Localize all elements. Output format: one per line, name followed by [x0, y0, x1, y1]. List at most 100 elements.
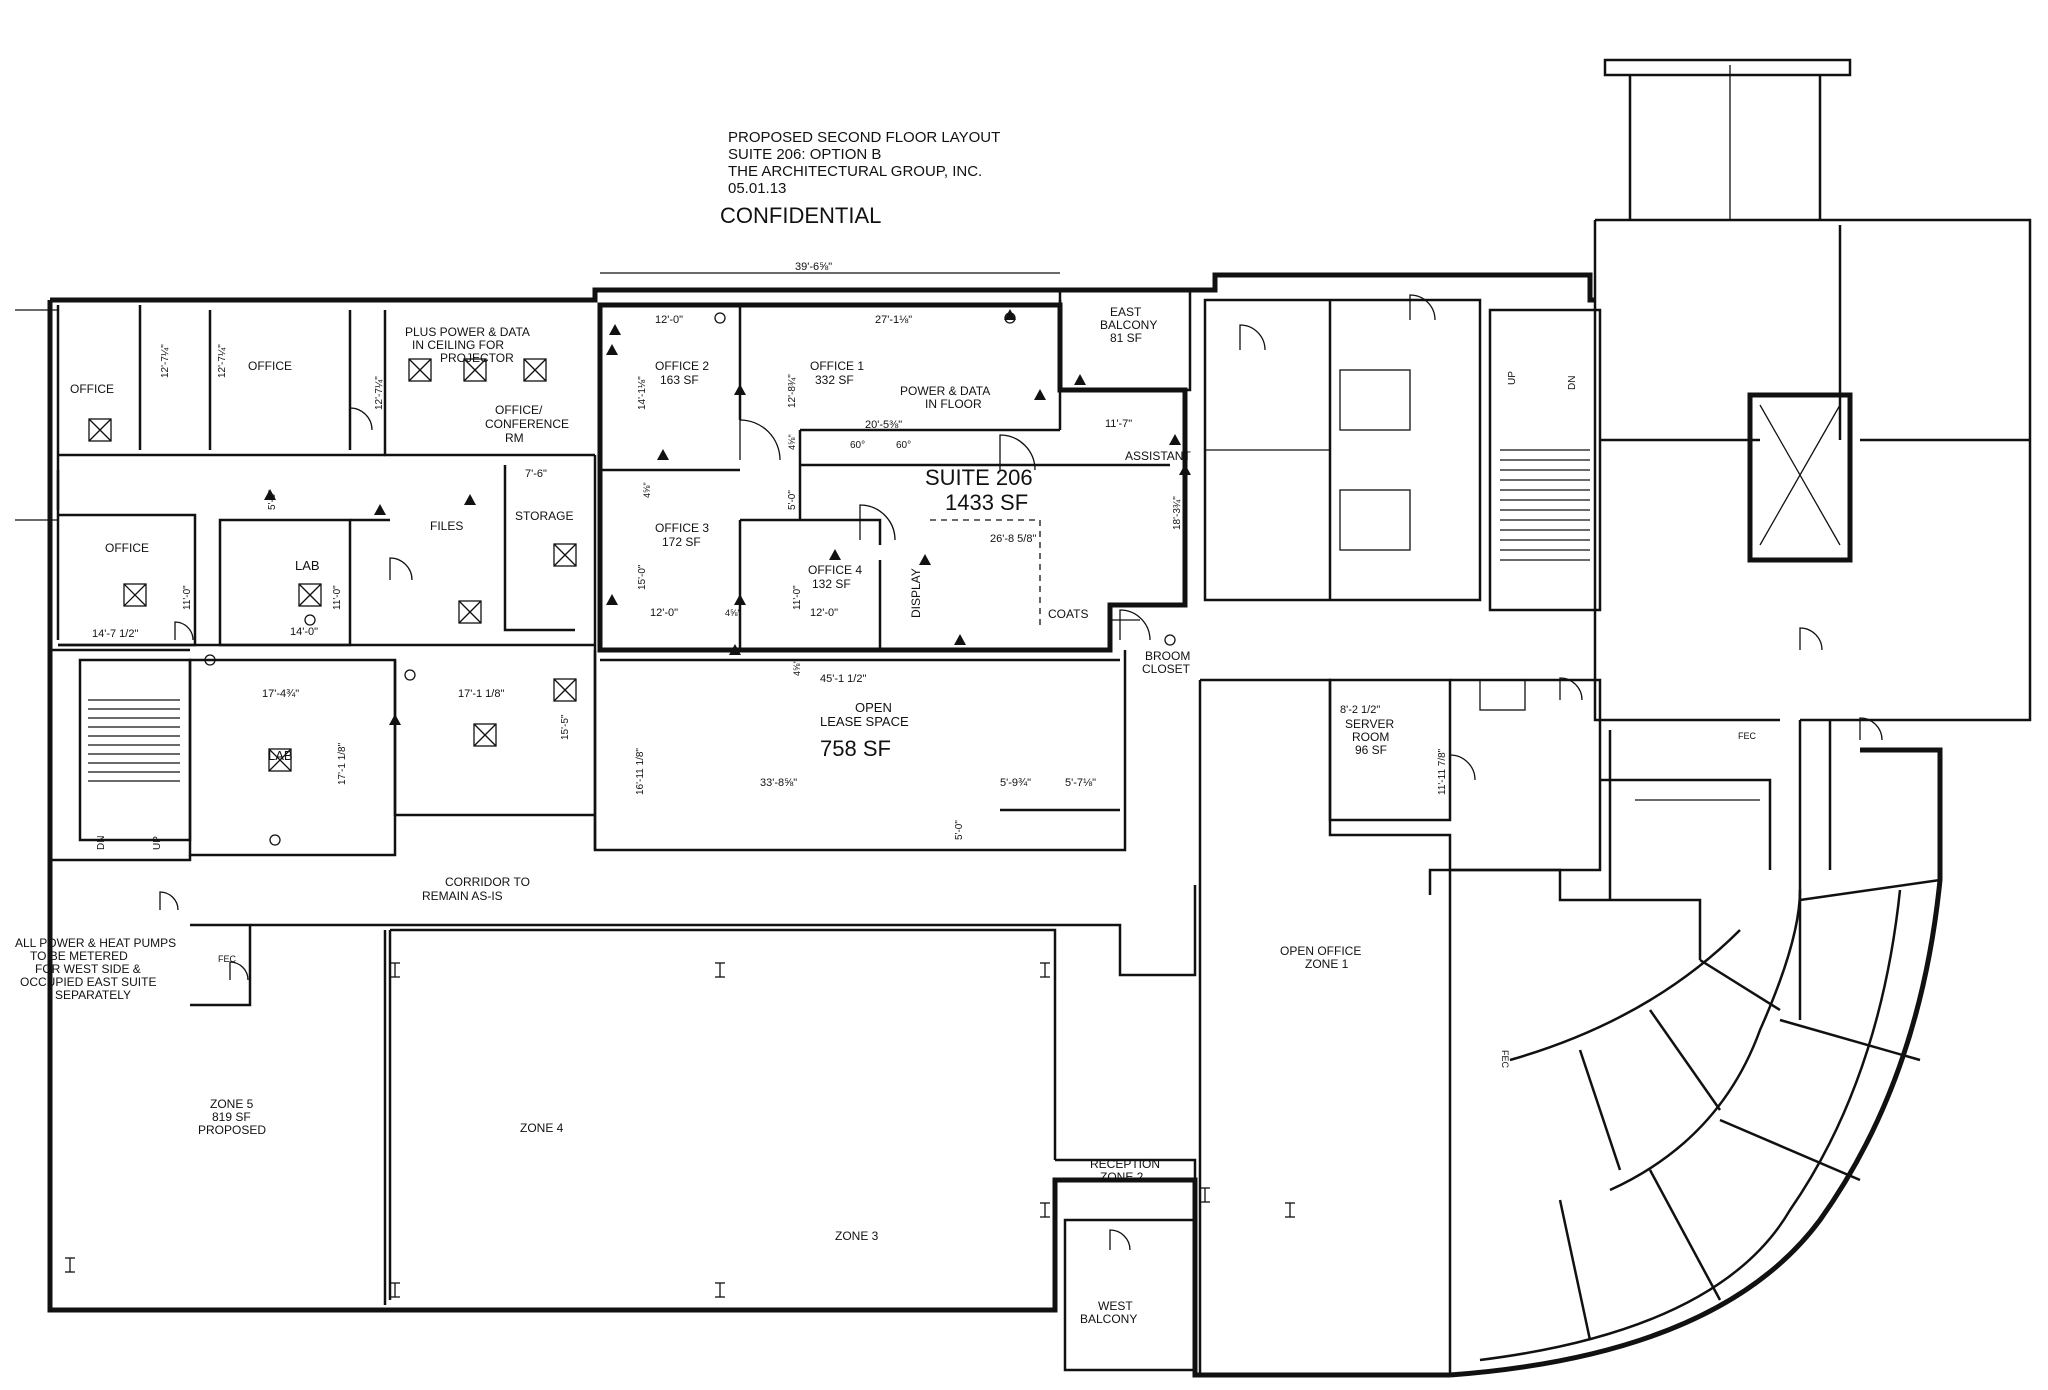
door-swing — [1109, 1229, 1131, 1251]
light-fixture-cross — [553, 543, 577, 567]
door-swing — [229, 961, 249, 981]
label-zone3: ZONE 3 — [835, 1229, 879, 1243]
dim-15-5: 15'-5" — [560, 714, 571, 740]
label-note-4: OCCUPIED EAST SUITE — [20, 975, 156, 989]
electrical-marker-icon — [1169, 434, 1181, 445]
label-storage: STORAGE — [515, 509, 573, 523]
electrical-marker-icon — [734, 384, 746, 395]
label-zone5-1: ZONE 5 — [210, 1097, 254, 1111]
electrical-marker-icon — [1034, 389, 1046, 400]
label-office1-name: OFFICE 1 — [810, 359, 864, 373]
label-fec-3: FEC — [1500, 1050, 1510, 1069]
label-coats: COATS — [1048, 607, 1088, 621]
door-swing — [1859, 717, 1883, 741]
dim-17-1: 17'-1 1/8" — [337, 742, 348, 785]
dim-14-1: 14'-1⅛" — [637, 376, 648, 410]
electrical-marker-icon — [374, 504, 386, 515]
label-office3-name: OFFICE 3 — [655, 521, 709, 535]
outlet-icon — [269, 834, 281, 846]
dim-11-0-a: 11'-0" — [182, 585, 193, 610]
electrical-marker-icon — [606, 344, 618, 355]
electrical-marker-icon — [729, 644, 741, 655]
dim-33-8: 33'-8⅝" — [760, 777, 797, 789]
label-note-3: FOR WEST SIDE & — [35, 962, 141, 976]
label-reception-1: RECEPTION — [1090, 1157, 1160, 1171]
light-fixture-icon — [123, 583, 147, 607]
door-swing — [1449, 754, 1476, 781]
dim-11-0-b: 11'-0" — [332, 585, 343, 610]
dim-4-d: 4⅝" — [792, 660, 802, 676]
label-reception-2: ZONE 2 — [1100, 1170, 1144, 1184]
dim-12-0-right: 12'-0" — [810, 607, 838, 619]
door-swing — [1119, 609, 1151, 641]
door-swing — [999, 434, 1036, 471]
label-east-balcony-2: BALCONY — [1100, 318, 1157, 332]
doors — [159, 294, 1883, 1251]
title-date: 05.01.13 — [728, 180, 786, 197]
label-dn-east: DN — [1567, 376, 1578, 390]
dim-12-0-top: 12'-0" — [655, 314, 683, 326]
label-power-data-2: IN FLOOR — [925, 397, 982, 411]
label-display: DISPLAY — [909, 568, 923, 618]
label-corridor-1: CORRIDOR TO — [445, 875, 530, 889]
electrical-marker-icon — [389, 714, 401, 725]
dim-4-b: 4⅝" — [787, 434, 797, 450]
label-fec-1: FEC — [218, 954, 237, 964]
dim-8-2: 8'-2 1/2" — [1340, 704, 1380, 716]
light-fixtures — [88, 358, 577, 772]
label-office4-area: 132 SF — [812, 577, 851, 591]
east-balcony-room — [1058, 288, 1192, 392]
electrical-marker-icon — [1179, 464, 1191, 475]
label-office3-area: 172 SF — [662, 535, 701, 549]
outlet-icon — [1164, 634, 1176, 646]
light-fixture-icon — [523, 358, 547, 382]
label-zone5-3: PROPOSED — [198, 1123, 266, 1137]
dim-45-1: 45'-1 1/2" — [820, 673, 866, 685]
label-office1-area: 332 SF — [815, 373, 854, 387]
label-open-lease-area: 758 SF — [820, 736, 891, 761]
electrical-marker-icon — [1074, 374, 1086, 385]
outlet-icon — [204, 654, 216, 666]
door-swing — [349, 407, 373, 431]
dim-20-5: 20'-5⅜" — [865, 419, 902, 431]
label-east-balcony-1: EAST — [1110, 305, 1142, 319]
light-fixture-cross — [473, 723, 497, 747]
label-files: FILES — [430, 519, 463, 533]
label-note-2: TO BE METERED — [30, 949, 128, 963]
dimensions: 39'-6⅝" 12'-0" 27'-1⅛" 12'-7¼" 12'-7¼" 1… — [92, 261, 1448, 840]
label-server-3: 96 SF — [1355, 743, 1387, 757]
outlet-icon — [1004, 312, 1016, 324]
outlet-icon — [304, 614, 316, 626]
label-office-conf-2: CONFERENCE — [485, 417, 569, 431]
label-east-balcony-3: 81 SF — [1110, 331, 1142, 345]
label-office4-name: OFFICE 4 — [808, 563, 862, 577]
west-stair — [78, 658, 192, 842]
label-broom-2: CLOSET — [1142, 662, 1191, 676]
door-swing — [739, 419, 781, 461]
label-zone4: ZONE 4 — [520, 1121, 564, 1135]
light-fixture-cross — [123, 583, 147, 607]
electrical-marker-icon — [606, 594, 618, 605]
electrical-marker-icon — [829, 549, 841, 560]
dim-39-6: 39'-6⅝" — [795, 261, 832, 273]
dim-11-11: 11'-11 7/8" — [1437, 748, 1448, 795]
dim-12-7-a: 12'-7¼" — [159, 344, 171, 378]
label-note-1: ALL POWER & HEAT PUMPS — [15, 936, 176, 950]
label-server-1: SERVER — [1345, 717, 1394, 731]
label-office-nw: OFFICE — [70, 382, 114, 396]
electrical-marker-icon — [734, 594, 746, 605]
label-corridor-2: REMAIN AS-IS — [422, 889, 503, 903]
door-swing — [174, 621, 194, 641]
label-open-lease-1: OPEN — [855, 700, 892, 715]
light-fixture-cross — [298, 583, 322, 607]
dim-27-1: 27'-1⅛" — [875, 314, 912, 326]
label-projector-1: PLUS POWER & DATA — [405, 325, 530, 339]
dim-12-7-b: 12'-7¼" — [216, 344, 228, 378]
label-broom-1: BROOM — [1145, 649, 1190, 663]
door-swing — [159, 891, 179, 911]
dim-7-6: 7'-6" — [525, 468, 547, 480]
light-fixture-cross — [408, 358, 432, 382]
east-stair — [1488, 308, 1602, 612]
light-fixture-icon — [463, 358, 487, 382]
light-fixture-icon — [553, 543, 577, 567]
